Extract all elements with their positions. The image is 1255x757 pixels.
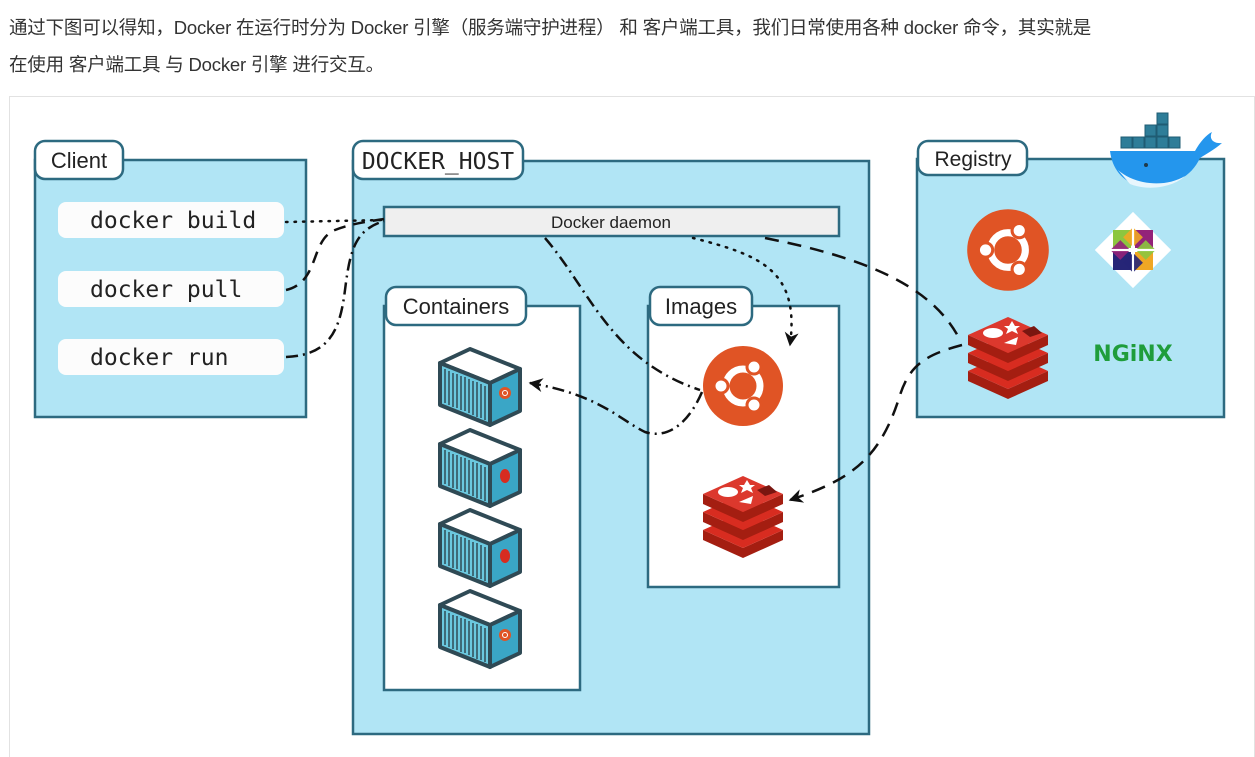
command-docker-run	[58, 339, 284, 375]
pull-connector	[285, 217, 385, 292]
daemon-to-ubuntu-image	[691, 236, 799, 347]
command-docker-pull	[58, 271, 284, 307]
intro-paragraph: 通过下图可以得知，Docker 在运行时分为 Docker 引擎（服务端守护进程…	[9, 9, 1249, 83]
image-to-container	[528, 378, 704, 435]
container-icon	[438, 589, 522, 669]
intro-line-2: 在使用 客户端工具 与 Docker 引擎 进行交互。	[9, 54, 384, 75]
command-docker-run-label: docker run	[90, 345, 228, 371]
command-docker-build	[58, 202, 284, 238]
registry-panel: Registry	[915, 112, 1226, 419]
containers-panel: Containers	[382, 285, 582, 692]
docker-host-panel: DOCKER_HOST Docker daemon Containers Ima…	[351, 139, 871, 736]
client-title: Client	[51, 148, 107, 173]
client-title-tab	[33, 139, 125, 181]
command-docker-pull-label: docker pull	[90, 277, 242, 303]
ubuntu-image-icon	[703, 346, 783, 426]
ubuntu-registry-icon	[967, 209, 1049, 291]
docker-whale-icon	[1110, 112, 1222, 188]
container-icon	[438, 428, 522, 508]
images-panel: Images	[646, 285, 841, 589]
registry-to-redis-image	[788, 343, 963, 503]
daemon-run-path	[544, 237, 701, 392]
docker-host-title: DOCKER_HOST	[362, 149, 514, 175]
container-icon	[438, 508, 522, 588]
command-docker-build-label: docker build	[90, 208, 256, 234]
container-icon	[438, 347, 522, 427]
docker-host-title-tab	[351, 139, 525, 181]
daemon-to-registry	[764, 236, 962, 341]
docker-daemon-label: Docker daemon	[551, 213, 671, 232]
containers-title: Containers	[403, 294, 509, 319]
run-connector	[285, 219, 385, 359]
centos-registry-icon	[1094, 211, 1172, 289]
intro-line-1: 通过下图可以得知，Docker 在运行时分为 Docker 引擎（服务端守护进程…	[9, 17, 1092, 38]
client-panel: Client docker build docker pull docker r…	[33, 139, 308, 419]
images-title: Images	[665, 294, 737, 319]
connectors	[284, 217, 963, 503]
registry-title: Registry	[934, 148, 1012, 171]
nginx-registry-icon: NGiNX	[1093, 342, 1172, 367]
build-connector	[284, 218, 386, 224]
